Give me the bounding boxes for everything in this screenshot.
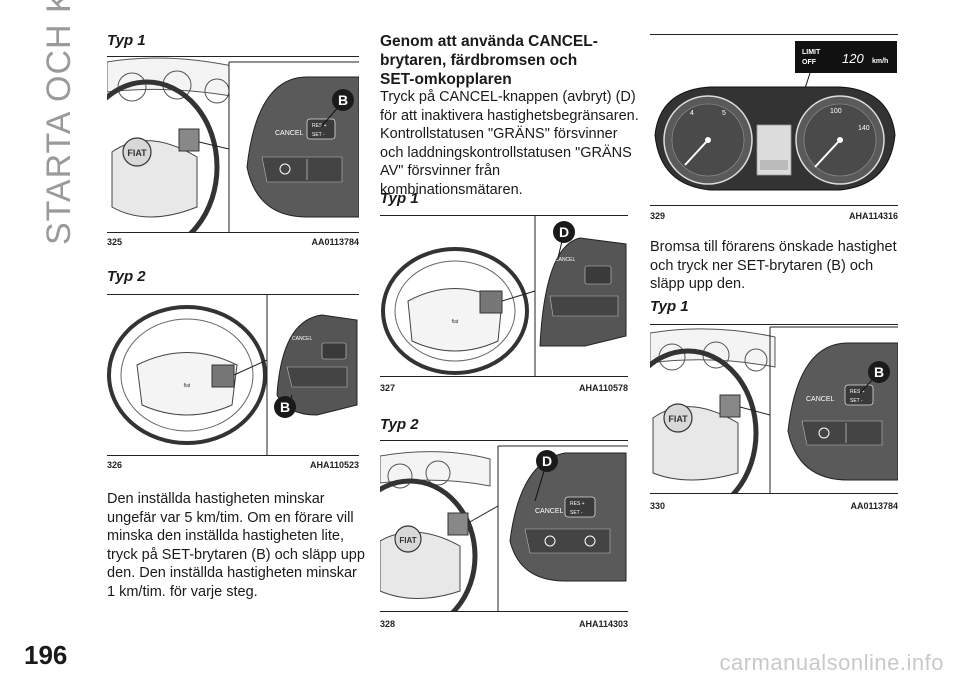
figure-code: AHA110578 — [578, 383, 628, 393]
figure-code: AHA114316 — [848, 211, 898, 221]
body-text-col1: Den inställda hastigheten minskar ungefä… — [107, 490, 365, 601]
cancel-label: CANCEL — [292, 336, 313, 342]
callout-d: D — [559, 224, 569, 240]
svg-text:fiat: fiat — [452, 319, 459, 325]
watermark: carmanualsonline.info — [719, 650, 944, 675]
heading-line: brytaren, färdbromsen och — [380, 52, 578, 69]
figure-326: fiat CANCEL B — [107, 294, 359, 456]
cancel-label: CANCEL — [555, 257, 576, 263]
figure-329-caption: 329 AHA114316 — [650, 211, 898, 223]
callout-b: B — [338, 92, 348, 108]
figure-code: AA0113784 — [850, 501, 898, 511]
figure-328-title: Typ 2 — [380, 416, 419, 433]
figure-328: FIAT CANCEL RES + SET - D — [380, 440, 628, 612]
fiat-logo: FIAT — [668, 414, 688, 424]
text-line: släpp upp den. — [650, 276, 746, 292]
text-line: 1 km/tim. för varje steg. — [107, 583, 258, 600]
limit-unit: km/h — [872, 58, 888, 65]
figure-326-illustration: fiat CANCEL B — [107, 295, 358, 455]
svg-text:fiat: fiat — [184, 383, 191, 389]
text-line: kombinationsmätaren. — [380, 181, 523, 198]
figure-code: AA0113784 — [311, 237, 359, 247]
figure-326-title: Typ 2 — [107, 268, 146, 285]
figure-number: 330 — [650, 501, 666, 511]
figure-330-title: Typ 1 — [650, 298, 689, 315]
figure-330: FIAT CANCEL RES + SET - B — [650, 324, 898, 494]
svg-text:100: 100 — [830, 108, 842, 115]
text-line: Den inställda hastigheten minskar — [107, 491, 325, 507]
fiat-logo: FIAT — [399, 536, 416, 545]
text-line: minska den inställda hastigheten lite, — [107, 528, 344, 544]
text-line: och laddningskontrollstatusen "GRÄNS — [380, 144, 632, 161]
figure-number: 329 — [650, 211, 666, 221]
figure-number: 326 — [107, 460, 123, 470]
svg-text:4: 4 — [690, 110, 694, 117]
cancel-label: CANCEL — [275, 130, 304, 137]
figure-329-illustration: LIMIT OFF 120 km/h 4 5 100 140 — [654, 41, 897, 191]
figure-code: AHA114303 — [578, 619, 628, 629]
text-line: för att inaktivera hastighetsbegränsaren… — [380, 107, 639, 124]
callout-d: D — [542, 453, 552, 469]
figure-number: 325 — [107, 237, 123, 247]
text-line: Tryck på CANCEL-knappen (avbryt) (D) — [380, 89, 636, 105]
section-label: STARTA OCH KÖRA — [40, 0, 78, 245]
figure-326-caption: 326 AHA110523 — [107, 460, 359, 472]
limit-label: LIMIT — [802, 49, 821, 56]
text-line: ungefär var 5 km/tim. Om en förare vill — [107, 509, 354, 526]
figure-330-illustration: FIAT CANCEL RES + SET - B — [650, 326, 898, 493]
cancel-label: CANCEL — [535, 508, 564, 515]
heading-line: Genom att använda CANCEL- — [380, 33, 598, 50]
cancel-label: CANCEL — [806, 396, 835, 403]
text-line: AV" försvinner från — [380, 163, 501, 179]
figure-329: LIMIT OFF 120 km/h 4 5 100 140 — [650, 34, 898, 206]
section-heading: Genom att använda CANCEL- brytaren, färd… — [380, 32, 630, 89]
figure-327-illustration: fiat CANCEL D — [381, 216, 627, 376]
svg-text:140: 140 — [858, 125, 870, 132]
figure-325-caption: 325 AA0113784 — [107, 237, 359, 249]
figure-code: AHA110523 — [309, 460, 359, 470]
res-label: RES + — [850, 389, 865, 395]
figure-327: fiat CANCEL D — [380, 215, 628, 377]
text-line: Kontrollstatusen "GRÄNS" försvinner — [380, 126, 618, 142]
res-label: RES + — [570, 501, 585, 507]
body-text-col2: Tryck på CANCEL-knappen (avbryt) (D) för… — [380, 88, 639, 199]
set-label: SET - — [312, 132, 325, 138]
text-line: och tryck ner SET-brytaren (B) och — [650, 257, 874, 274]
page-number: 196 — [24, 640, 68, 670]
figure-number: 327 — [380, 383, 396, 393]
limit-speed: 120 — [842, 51, 864, 66]
figure-325-title: Typ 1 — [107, 32, 146, 49]
figure-327-title: Typ 1 — [380, 190, 419, 207]
svg-text:5: 5 — [722, 110, 726, 117]
body-text-col3: Bromsa till förarens önskade hastighet o… — [650, 238, 902, 294]
set-label: SET - — [570, 510, 583, 516]
figure-327-caption: 327 AHA110578 — [380, 383, 628, 395]
text-line: den. Den inställda hastigheten minskar — [107, 565, 357, 581]
figure-328-illustration: FIAT CANCEL RES + SET - D — [380, 445, 628, 611]
callout-b: B — [280, 399, 290, 415]
set-label: SET - — [850, 398, 863, 404]
figure-325-illustration: FIAT CANCEL RES + SET - B — [107, 57, 359, 232]
text-line: tryck på SET-brytaren (B) och släpp upp — [107, 546, 365, 563]
fiat-logo: FIAT — [127, 148, 147, 158]
figure-number: 328 — [380, 619, 396, 629]
figure-325: FIAT CANCEL RES + SET - B — [107, 56, 359, 233]
heading-line: SET-omkopplaren — [380, 71, 512, 88]
text-line: Bromsa till förarens önskade hastighet — [650, 239, 897, 255]
figure-328-caption: 328 AHA114303 — [380, 619, 628, 631]
res-label: RES + — [312, 123, 327, 129]
figure-330-caption: 330 AA0113784 — [650, 501, 898, 513]
off-label: OFF — [802, 59, 817, 66]
callout-b: B — [874, 364, 884, 380]
